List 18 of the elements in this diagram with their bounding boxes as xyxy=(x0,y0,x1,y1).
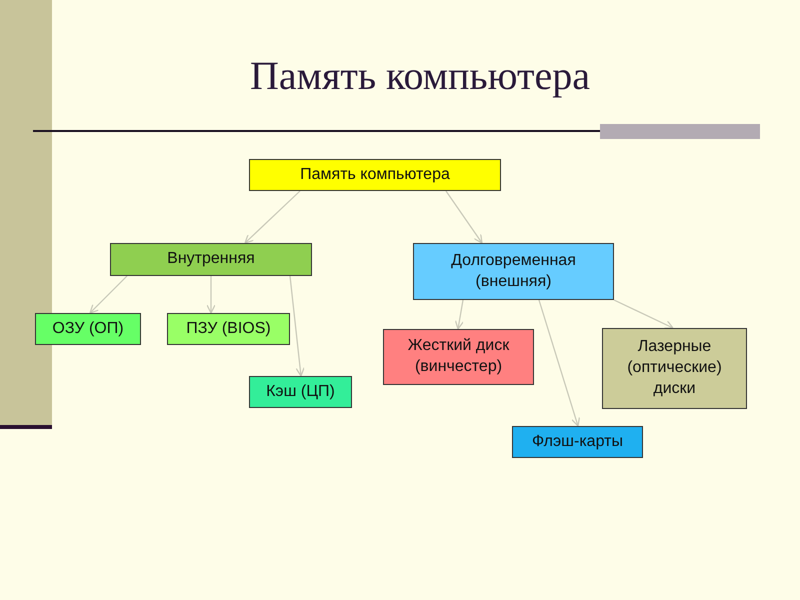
category-box: Лазерные (оптические) диски xyxy=(602,328,747,409)
arrow xyxy=(89,276,128,314)
arrow xyxy=(244,190,300,244)
arrow xyxy=(289,276,305,377)
category-box: Память компьютера xyxy=(249,159,501,191)
arrow xyxy=(446,190,483,244)
title: Память компьютера xyxy=(248,52,592,99)
category-box: Флэш-карты xyxy=(512,426,643,458)
category-box: ПЗУ (BIOS) xyxy=(167,313,290,345)
arrow xyxy=(454,300,464,330)
category-box: Внутренняя xyxy=(110,243,312,276)
arrow xyxy=(538,300,580,427)
category-box: ОЗУ (ОП) xyxy=(35,313,141,345)
arrow xyxy=(206,276,216,314)
category-box: Жесткий диск (винчестер) xyxy=(383,329,534,385)
category-box: Долговременная (внешняя) xyxy=(413,243,614,300)
category-box: Кэш (ЦП) xyxy=(249,376,352,408)
arrow xyxy=(614,299,674,329)
